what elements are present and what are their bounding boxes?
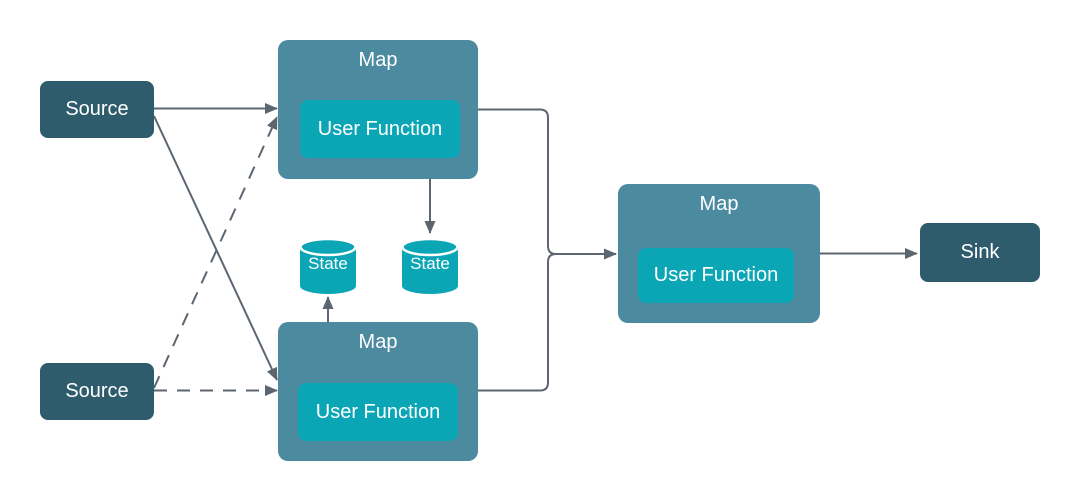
state-right-node: State [401,237,459,295]
connector-map-top-to-map-right [478,108,617,260]
state-right-label: State [410,254,450,273]
map-top-title: Map [358,49,398,71]
map-bottom-operator: Map User Function [278,322,478,461]
source-bottom-node: Source [40,363,154,420]
map-bottom-user-function-label: User Function [315,400,441,423]
database-cylinder-icon [401,237,459,294]
database-cylinder-icon [299,237,357,294]
map-bottom-user-function: User Function [298,383,458,441]
map-top-user-function-label: User Function [317,117,443,140]
map-bottom-title: Map [358,331,398,353]
connector-map-bottom-to-map-right [478,253,557,392]
connector-source-top-to-map-bottom [153,115,278,381]
map-right-operator: Map User Function [618,184,820,323]
sink-label: Sink [960,241,1000,263]
source-top-node: Source [40,81,154,138]
map-top-user-function: User Function [300,100,460,158]
map-right-title: Map [699,193,739,215]
map-right-user-function-label: User Function [653,264,779,286]
map-right-user-function: User Function [638,248,794,303]
map-top-operator: Map User Function [278,40,478,179]
connector-source-bottom-to-map-top [153,116,278,389]
state-left-node: State [299,237,357,295]
source-top-label: Source [65,98,129,120]
state-left-label: State [308,254,348,273]
source-bottom-label: Source [65,380,129,402]
sink-node: Sink [920,223,1040,282]
